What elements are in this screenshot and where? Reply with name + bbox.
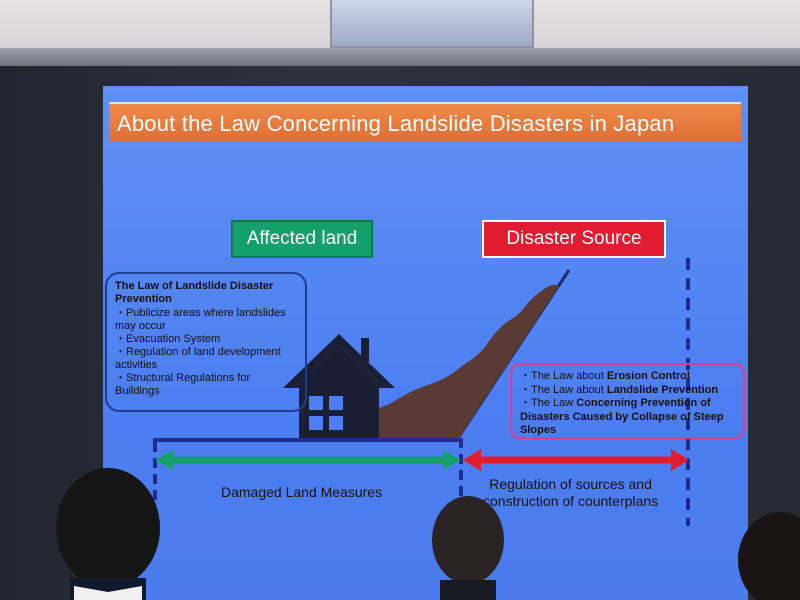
audience-head-center — [432, 496, 504, 600]
ceiling-light — [330, 0, 534, 48]
red-double-arrow — [463, 449, 689, 471]
slide-title: About the Law Concerning Landslide Disas… — [117, 111, 675, 136]
regulation-label: Regulation of sources and construction o… — [483, 476, 659, 509]
audience-head-right — [738, 512, 800, 600]
left-box-item: ・Publicize areas where landslides may oc… — [115, 307, 286, 332]
left-box-item: ・Regulation of land development activiti… — [115, 346, 281, 371]
audience-head-left — [56, 468, 160, 600]
affected-land-tag: Affected land — [231, 220, 373, 258]
landslide-diagram — [153, 258, 690, 526]
right-box-item: ・The Law Concerning Prevention of Disast… — [520, 397, 724, 436]
damaged-land-measures-label: Damaged Land Measures — [221, 484, 383, 500]
left-box-item: ・Structural Regulations for Buildings — [115, 372, 251, 397]
right-box-item: ・The Law about Erosion Control — [520, 370, 690, 382]
source-laws-box: ・The Law about Erosion Control ・The Law … — [510, 363, 745, 439]
left-box-item: ・Evacuation System — [115, 333, 221, 345]
ceiling-rail — [0, 48, 800, 66]
green-double-arrow — [155, 450, 461, 470]
house-icon — [283, 334, 395, 440]
landslide-prevention-law-box: The Law of Landslide Disaster Prevention… — [105, 272, 307, 412]
left-box-heading: The Law of Landslide Disaster Prevention — [115, 280, 274, 305]
title-bar: About the Law Concerning Landslide Disas… — [109, 102, 741, 142]
landslide-soil — [343, 284, 559, 438]
disaster-source-tag: Disaster Source — [482, 220, 666, 258]
presentation-slide: About the Law Concerning Landslide Disas… — [103, 86, 748, 600]
right-box-item: ・The Law about Landslide Prevention — [520, 383, 719, 396]
